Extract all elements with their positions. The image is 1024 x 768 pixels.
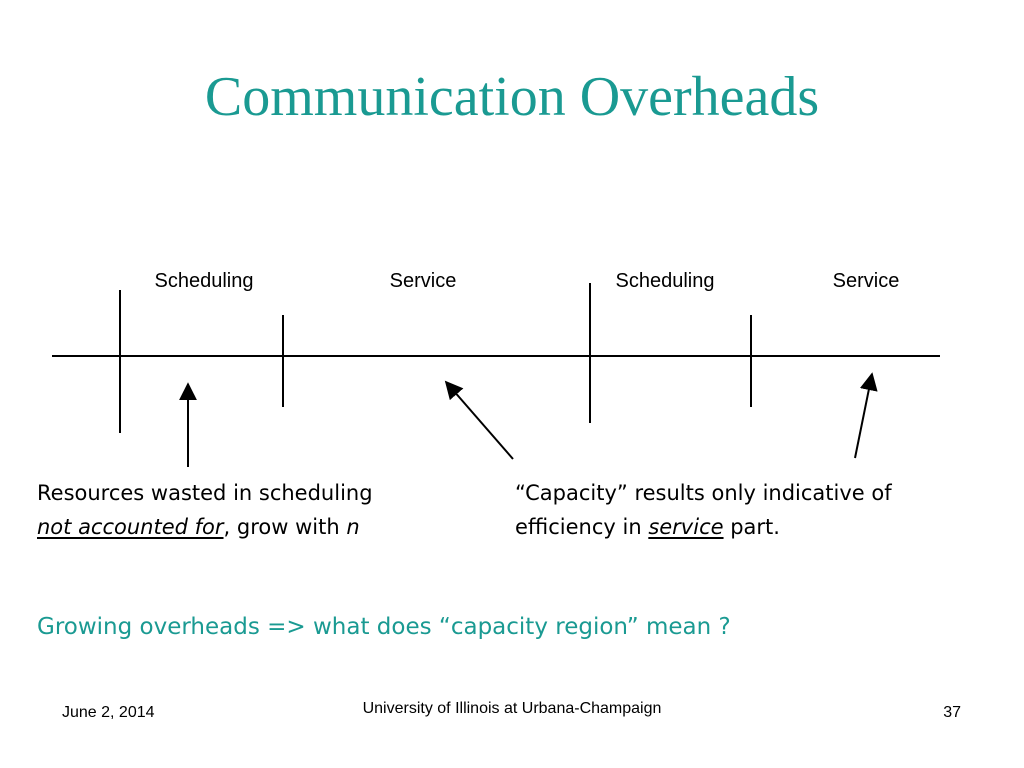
note-emph-not-accounted: not accounted for xyxy=(37,515,224,539)
note-capacity-results: “Capacity” results only indicative of ef… xyxy=(515,476,892,544)
footer-institution: University of Illinois at Urbana-Champai… xyxy=(362,700,662,717)
timeline-label-scheduling-2: Scheduling xyxy=(615,270,715,292)
note-scheduling-waste: Resources wasted in scheduling not accou… xyxy=(37,476,373,544)
timeline-label-service-1: Service xyxy=(389,270,457,292)
timeline-label-scheduling-1: Scheduling xyxy=(154,270,254,292)
footer-date: June 2, 2014 xyxy=(62,704,155,721)
arrow-service-2 xyxy=(854,372,878,459)
note-scheduling-line2: not accounted for, grow with n xyxy=(37,510,373,544)
question-text: Growing overheads => what does “capacity… xyxy=(37,614,731,640)
note-variable-n: n xyxy=(346,515,360,539)
note-capacity-line1: “Capacity” results only indicative of xyxy=(515,481,892,505)
footer-page-number: 37 xyxy=(943,704,961,721)
note-capacity-pre: efficiency in xyxy=(515,515,649,539)
arrow-service-1 xyxy=(444,380,514,460)
note-emph-service: service xyxy=(648,515,724,539)
timeline-label-service-2: Service xyxy=(832,270,900,292)
note-scheduling-rest: , grow with xyxy=(223,515,347,539)
note-capacity-post: part. xyxy=(723,515,780,539)
slide-title: Communication Overheads xyxy=(204,66,820,128)
note-capacity-line2: efficiency in service part. xyxy=(515,510,892,544)
note-scheduling-line1: Resources wasted in scheduling xyxy=(37,481,373,505)
